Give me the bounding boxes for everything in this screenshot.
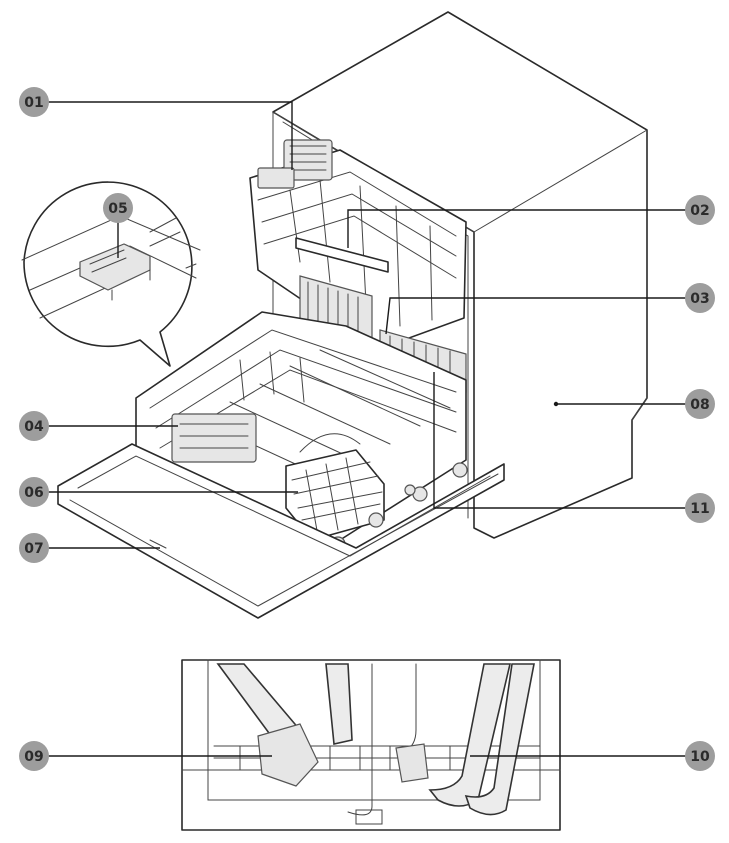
callout-11: 11 (685, 493, 715, 523)
callout-01: 01 (19, 87, 49, 117)
callout-11-text: 11 (690, 501, 709, 517)
callout-05: 05 (103, 193, 133, 223)
callout-07-text: 07 (24, 541, 43, 557)
callout-05-text: 05 (108, 201, 127, 217)
leader-lines (48, 101, 686, 757)
callout-07: 07 (19, 533, 49, 563)
callout-03-text: 03 (690, 291, 709, 307)
leader-11 (433, 372, 686, 509)
cutlery-basket (285, 433, 385, 541)
leader-03 (385, 297, 686, 335)
callout-06: 06 (19, 477, 49, 507)
callout-09: 09 (19, 741, 49, 771)
callout-06-text: 06 (24, 485, 43, 501)
callout-09-text: 09 (24, 749, 43, 765)
leader-02 (347, 209, 686, 248)
callout-01-text: 01 (24, 95, 43, 111)
callout-04: 04 (19, 411, 49, 441)
callout-02: 02 (685, 195, 715, 225)
drain-connector (257, 723, 319, 787)
callout-10: 10 (685, 741, 715, 771)
callout-08: 08 (685, 389, 715, 419)
callout-02-text: 02 (690, 203, 709, 219)
lower-cutlery-holder (171, 413, 257, 463)
callout-10-text: 10 (690, 749, 710, 765)
detail-inset (21, 181, 201, 367)
leader-01 (48, 101, 293, 170)
callout-03: 03 (685, 283, 715, 313)
callout-04-text: 04 (24, 419, 44, 435)
bottom-view (181, 659, 561, 831)
callout-08-text: 08 (690, 397, 709, 413)
upper-spray-arm (295, 237, 389, 273)
door (57, 443, 505, 619)
